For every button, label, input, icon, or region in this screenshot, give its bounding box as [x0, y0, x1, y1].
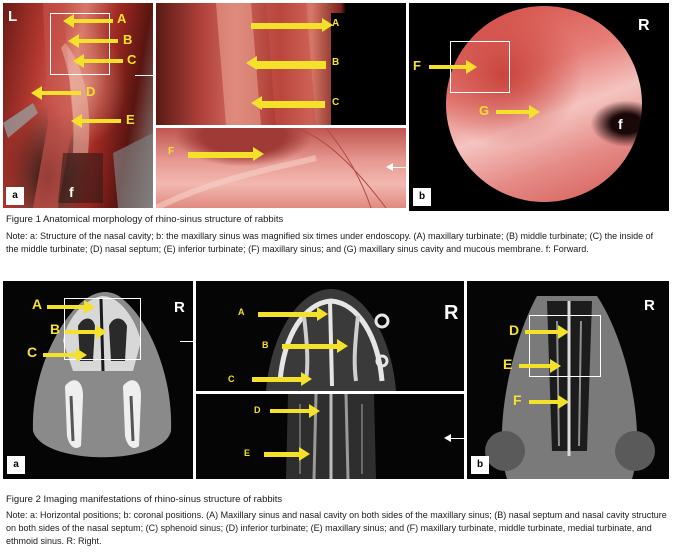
fig2-zoom-top-drawing — [266, 289, 396, 391]
fig1-caption-title: Figure 1 Anatomical morphology of rhino-… — [6, 214, 284, 225]
fig2-zoom-top: R A B C — [196, 281, 464, 391]
fig2a-arrow-a — [47, 300, 95, 314]
fig2-zoom-bottom-drawing — [286, 394, 376, 479]
fig2-zoom-bottom-label-d: D — [254, 405, 261, 415]
fig1b-arrow-g — [496, 105, 540, 119]
fig1a-zoom-box — [50, 13, 110, 75]
fig2-zoom-top-arrow-c — [252, 372, 312, 386]
fig1a-label-a: A — [117, 11, 127, 26]
fig2a-arrow-c — [43, 348, 87, 362]
fig1-zoom-bottom-arrow-f — [188, 147, 264, 161]
fig1a-arrow-c — [73, 54, 123, 68]
fig1a-arrow-b — [68, 34, 118, 48]
fig1-zoom-label-c: C — [332, 97, 340, 108]
fig2-caption-title: Figure 2 Imaging manifestations of rhino… — [6, 494, 283, 505]
fig2-zoom-top-arrow-a — [258, 307, 328, 321]
fig2b-label-d: D — [509, 322, 520, 338]
fig1-zoom-label-b: B — [332, 57, 340, 68]
fig1b-arrow-f — [429, 60, 477, 74]
fig2a-label-a: A — [32, 296, 43, 312]
fig2a-label-c: C — [27, 344, 38, 360]
fig1b-corner-letter: R — [638, 17, 650, 34]
fig1-zoom-bottom: F — [156, 128, 406, 208]
fig2b-ct-drawing — [485, 296, 655, 479]
fig2-zoom-bottom: D E — [196, 394, 464, 479]
fig1-zoom-top-drawing — [216, 3, 406, 125]
fig2b-arrow-f — [529, 395, 569, 409]
fig2a-zoom-box — [64, 298, 141, 360]
fig2b-corner-letter: R — [644, 297, 655, 314]
fig1-zoom-bottom-back-arrow — [386, 163, 406, 171]
fig2b-tag: b — [471, 456, 489, 474]
fig1-zoom-bottom-drawing — [156, 128, 387, 208]
fig2-zoom-bottom-arrow-e — [264, 447, 310, 461]
fig1b-endoscope-circle — [446, 6, 642, 202]
fig2-panel-a: R A B C a — [3, 281, 193, 479]
fig1a-arrow-d — [31, 86, 81, 100]
fig2a-tag: a — [7, 456, 25, 474]
fig1-zoom-bottom-label-f: F — [168, 146, 175, 157]
fig1a-tissue-drawing — [3, 3, 153, 208]
fig1a-arrow-e — [71, 114, 121, 128]
fig1a-label-b: B — [123, 32, 133, 47]
fig2-zoom-bottom-back-arrow — [444, 434, 464, 442]
fig1-caption-note: Note: a: Structure of the nasal cavity; … — [6, 231, 654, 254]
fig2b-label-f: F — [513, 392, 522, 408]
fig1a-label-c: C — [127, 52, 137, 67]
fig1a-corner-letter: L — [8, 8, 18, 25]
fig2b-arrow-d — [525, 325, 569, 339]
fig2-panel-b: R D E F b — [467, 281, 669, 479]
fig2-zoom-top-corner-letter: R — [444, 302, 459, 324]
fig2-zoom-top-label-a: A — [238, 307, 245, 317]
fig1a-tag: a — [6, 187, 24, 205]
fig2-zoom-top-arrow-b — [282, 339, 348, 353]
fig2a-label-b: B — [50, 321, 61, 337]
fig1-zoom-arrow-c — [251, 96, 325, 110]
fig1b-label-g: G — [479, 103, 490, 118]
fig2b-label-e: E — [503, 356, 513, 372]
fig2-zoom-top-label-c: C — [228, 374, 235, 384]
fig2b-zoom-box — [529, 315, 601, 377]
fig1-zoom-arrow-b — [246, 56, 326, 70]
fig1a-label-d: D — [86, 84, 96, 99]
fig2b-arrow-e — [519, 359, 561, 373]
fig1b-tag: b — [413, 188, 431, 206]
fig1a-arrow-a — [63, 14, 113, 28]
fig2-caption-note: Note: a: Horizontal positions; b: corona… — [6, 510, 667, 546]
fig2-zoom-top-label-b: B — [262, 340, 269, 350]
fig1b-forward-label: f — [618, 116, 623, 132]
fig1-zoom-arrow-a — [251, 18, 333, 32]
fig1-panel-b: R F G f b — [409, 3, 669, 211]
fig1b-label-f: F — [413, 58, 421, 73]
fig1a-label-e: E — [126, 112, 135, 127]
fig1-zoom-label-a: A — [332, 18, 340, 29]
fig2a-corner-letter: R — [174, 299, 185, 316]
fig1-zoom-top: A B C — [156, 3, 406, 125]
fig2-zoom-bottom-label-e: E — [244, 448, 251, 458]
fig2-zoom-bottom-arrow-d — [270, 404, 320, 418]
fig2a-arrow-b — [65, 325, 107, 339]
fig1-panel-a: L A B C D E f a — [3, 3, 153, 208]
fig1a-forward-label: f — [69, 184, 74, 200]
